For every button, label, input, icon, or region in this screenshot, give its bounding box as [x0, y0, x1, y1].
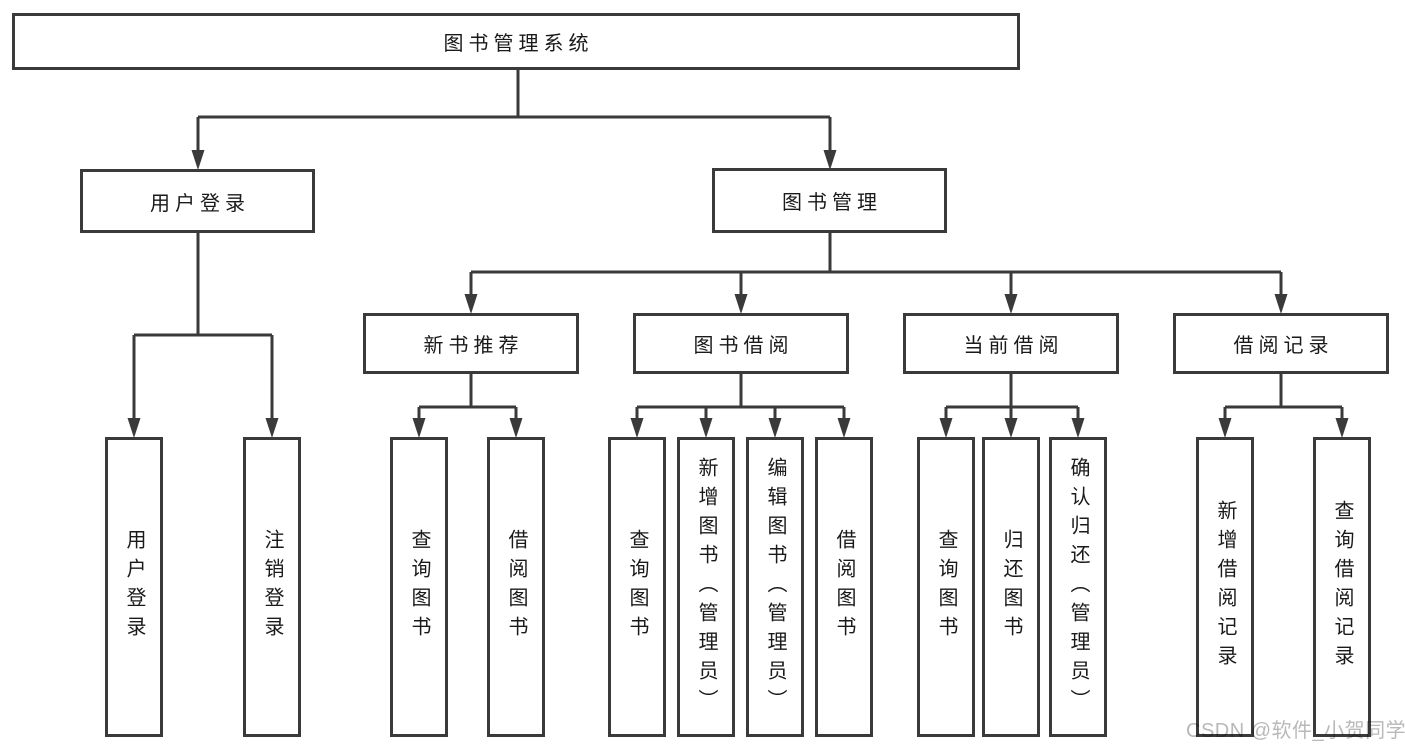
leaf-confirm-return-admin: 确认归还（管理员） — [1049, 437, 1107, 737]
arrowhead-down-icon — [768, 418, 782, 438]
csdn-watermark: CSDN @软件_小贺同学 — [1186, 720, 1405, 742]
arrowhead-down-icon — [412, 418, 426, 438]
arrowhead-down-icon — [939, 418, 953, 438]
arrowhead-down-icon — [1004, 294, 1018, 314]
arrowhead-down-icon — [509, 418, 523, 438]
leaf-query-books-3: 查询图书 — [917, 437, 975, 737]
leaf-borrow-books-2: 借阅图书 — [815, 437, 873, 737]
arrowheads — [127, 150, 1349, 438]
arrowhead-down-icon — [823, 150, 837, 170]
arrowhead-down-icon — [191, 150, 205, 170]
connector-lines — [132, 70, 1344, 420]
arrowhead-down-icon — [630, 418, 644, 438]
leaf-add-books-admin: 新增图书（管理员） — [677, 437, 735, 737]
node-borrow-records: 借阅记录 — [1173, 313, 1389, 374]
arrowhead-down-icon — [1335, 418, 1349, 438]
leaf-edit-books-admin: 编辑图书（管理员） — [746, 437, 804, 737]
node-book-borrow: 图书借阅 — [633, 313, 849, 374]
arrowhead-down-icon — [127, 418, 141, 438]
arrowhead-down-icon — [699, 418, 713, 438]
node-user-login: 用户登录 — [80, 169, 315, 233]
arrowhead-down-icon — [734, 294, 748, 314]
arrowhead-down-icon — [265, 418, 279, 438]
leaf-logout: 注销登录 — [243, 437, 301, 737]
node-book-management: 图书管理 — [712, 168, 947, 233]
arrowhead-down-icon — [1071, 418, 1085, 438]
leaf-borrow-books-1: 借阅图书 — [487, 437, 545, 737]
leaf-query-books-2: 查询图书 — [608, 437, 666, 737]
arrowhead-down-icon — [1274, 294, 1288, 314]
node-new-book-recommend: 新书推荐 — [363, 313, 579, 374]
node-current-borrow: 当前借阅 — [903, 313, 1119, 374]
leaf-return-books: 归还图书 — [982, 437, 1040, 737]
arrowhead-down-icon — [464, 294, 478, 314]
leaf-add-borrow-record: 新增借阅记录 — [1196, 437, 1254, 737]
arrowhead-down-icon — [837, 418, 851, 438]
leaf-query-books-1: 查询图书 — [390, 437, 448, 737]
node-root-system: 图书管理系统 — [12, 13, 1020, 70]
leaf-query-borrow-record: 查询借阅记录 — [1313, 437, 1371, 737]
arrowhead-down-icon — [1004, 418, 1018, 438]
leaf-user-login: 用户登录 — [105, 437, 163, 737]
arrowhead-down-icon — [1218, 418, 1232, 438]
